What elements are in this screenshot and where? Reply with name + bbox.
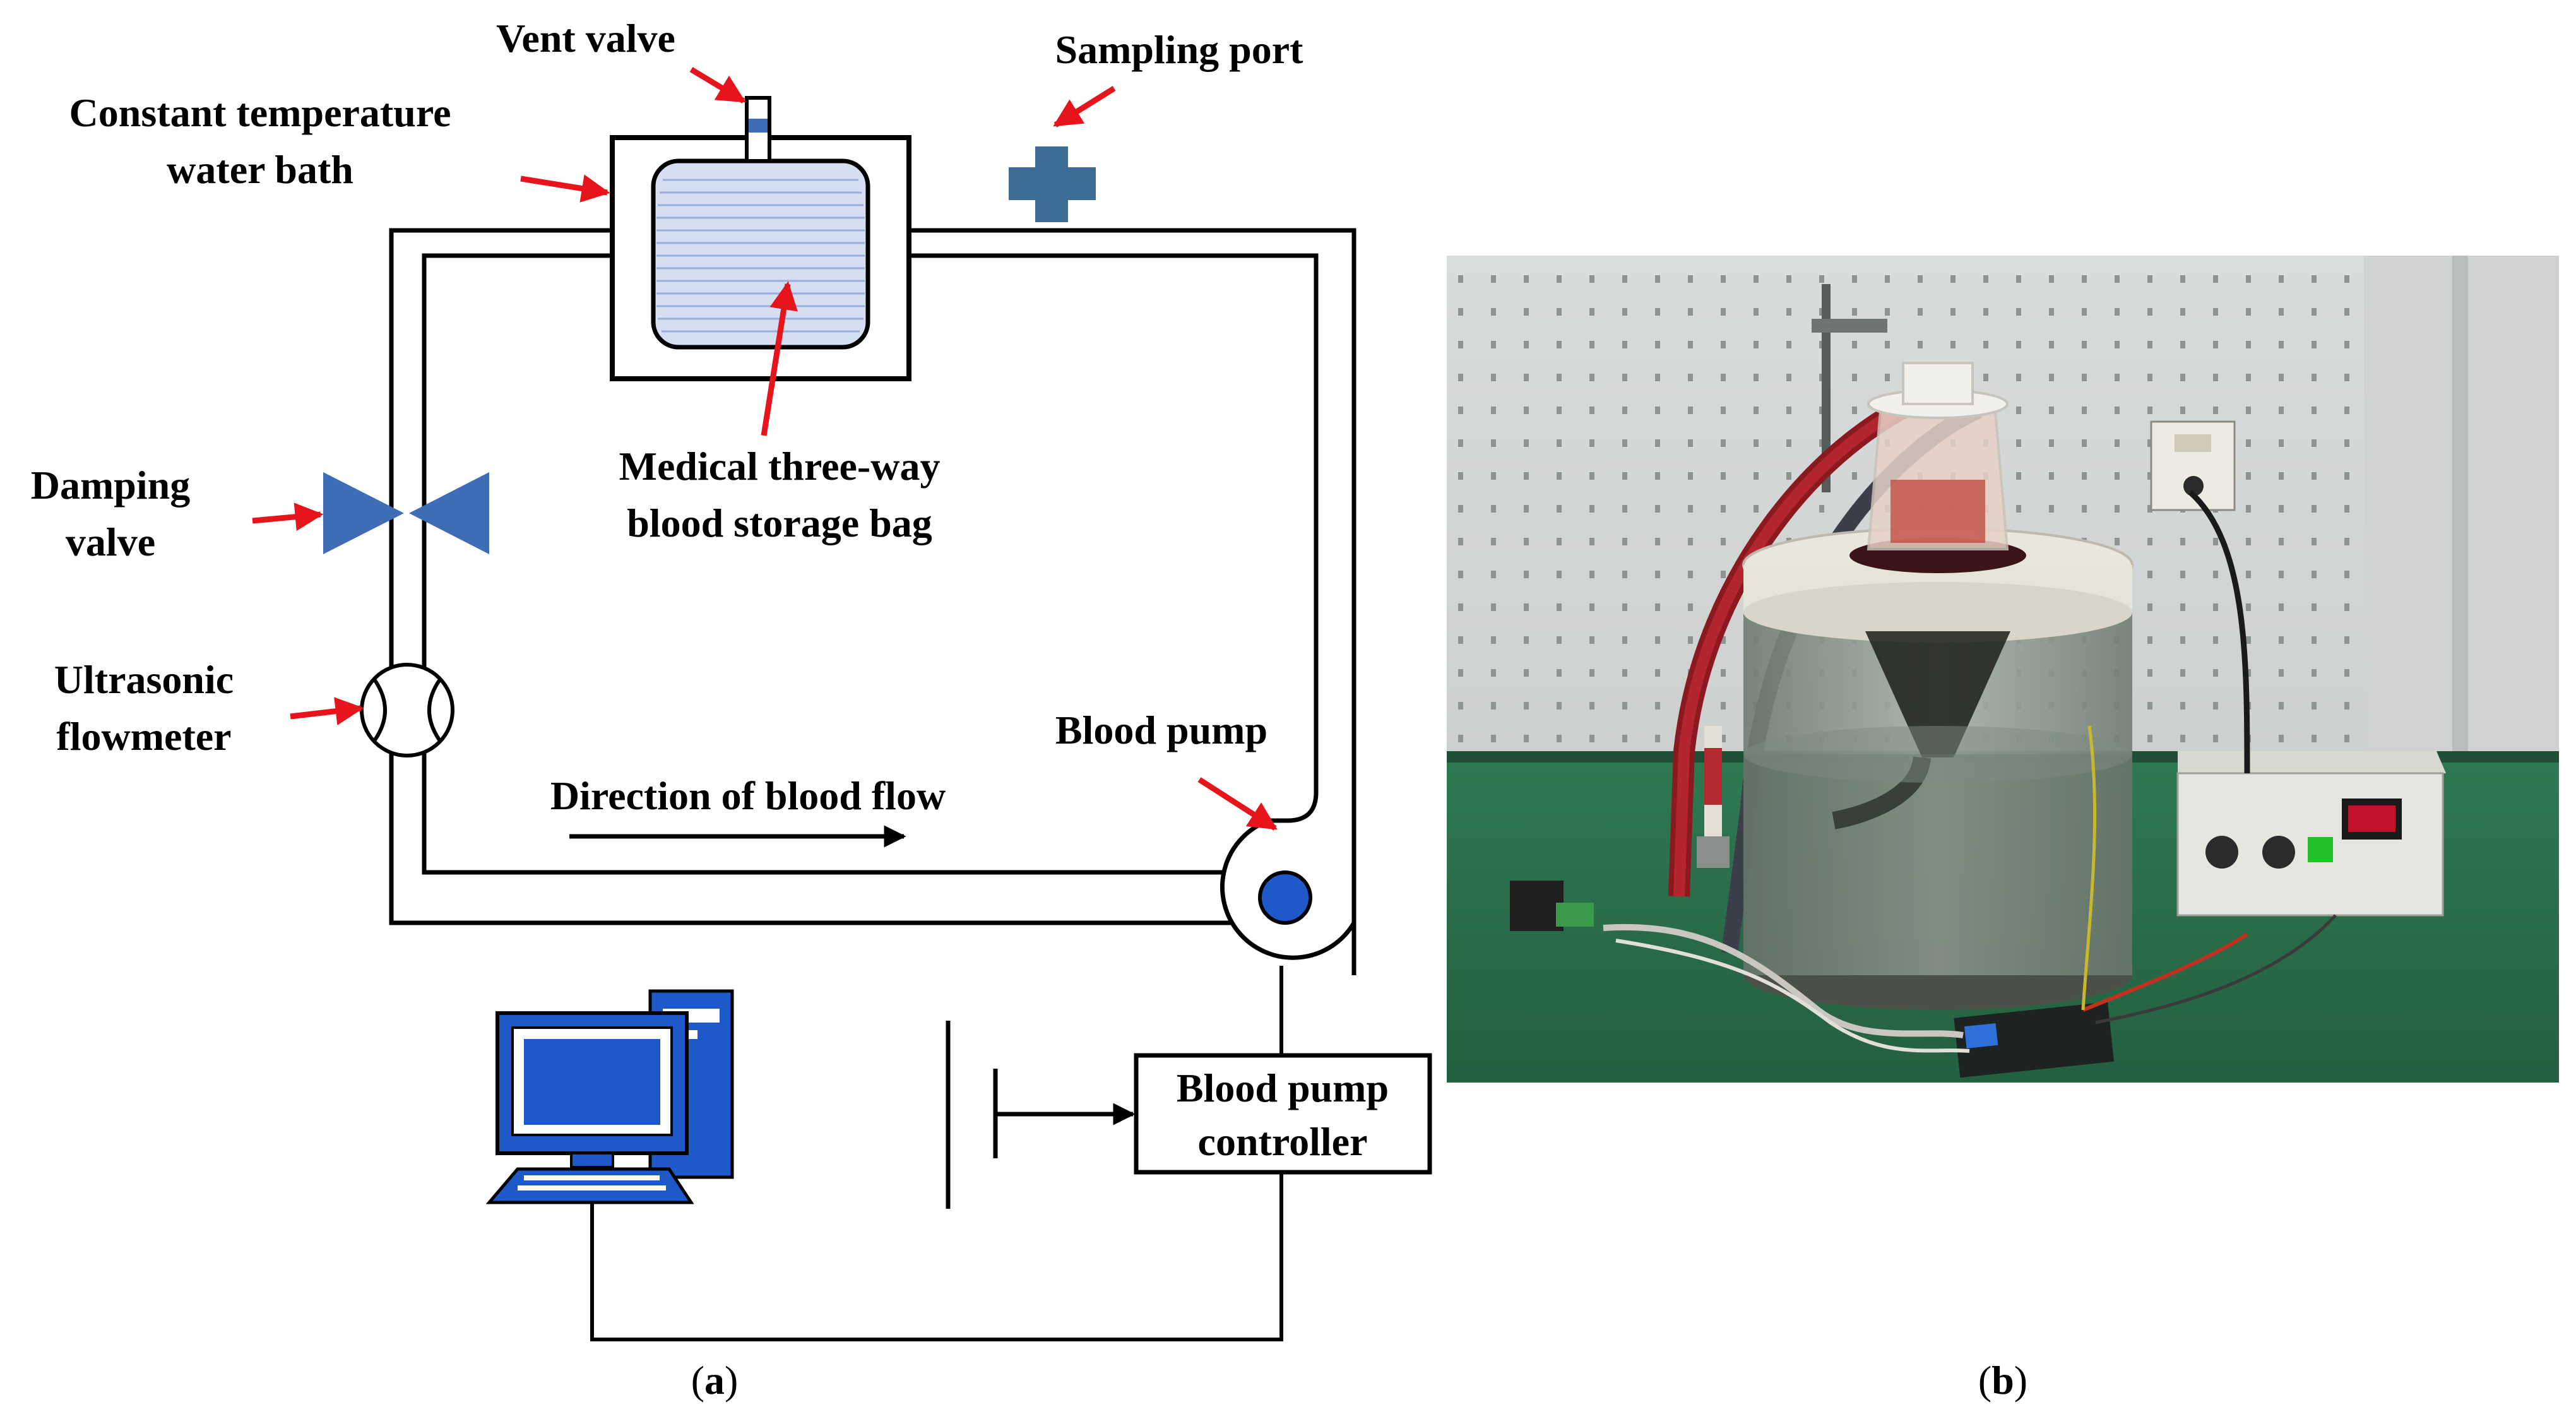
- computer-controller-wire: [590, 1172, 1283, 1341]
- tube-outer-right: [909, 228, 1356, 975]
- blood-pump-pointer: [1197, 777, 1278, 831]
- bag-label-line1: Medical three-way: [619, 444, 941, 489]
- panel-label-b: (b): [1978, 1358, 2027, 1403]
- ultrasonic-flowmeter-icon: [360, 663, 454, 757]
- water-bath-label-line2: water bath: [167, 147, 353, 192]
- tube-outer: [389, 228, 1269, 925]
- controller-label-line2: controller: [1198, 1119, 1368, 1164]
- damping-valve-pointer: [252, 502, 324, 531]
- setup-photo: (b): [1447, 256, 2559, 1403]
- flowmeter-pointer: [290, 697, 364, 726]
- bag-label-line2: blood storage bag: [627, 501, 932, 545]
- damping-valve-label-line2: valve: [66, 520, 155, 564]
- controller-label-line1: Blood pump: [1177, 1066, 1389, 1110]
- blood-storage-bag: [651, 158, 870, 350]
- vent-valve-label: Vent valve: [496, 16, 675, 61]
- sampling-port-pointer: [1053, 86, 1116, 128]
- panel-label-a: (a): [691, 1358, 739, 1403]
- circuit-diagram: Vent valve Sampling port Constant temper…: [31, 16, 1432, 1403]
- vent-valve-pointer: [689, 67, 746, 104]
- blood-pump-label: Blood pump: [1055, 708, 1267, 752]
- water-bath-pointer: [520, 174, 610, 203]
- flow-direction-label: Direction of blood flow: [550, 773, 946, 818]
- water-bath-label-line1: Constant temperature: [69, 90, 451, 135]
- roller-pump-icon: [1220, 818, 1356, 975]
- vent-valve: [745, 96, 771, 163]
- tube-inner: [422, 253, 1234, 875]
- plus-cross-icon: [1009, 146, 1096, 222]
- tube-inner-right: [909, 253, 1319, 823]
- flowmeter-label-line2: flowmeter: [56, 714, 231, 759]
- damping-valve-label-line1: Damping: [31, 463, 191, 508]
- desktop-computer-icon: [485, 989, 734, 1204]
- bowtie-valve-icon: [323, 472, 489, 554]
- sampling-port-label: Sampling port: [1055, 27, 1304, 72]
- bag-pointer: [761, 281, 798, 436]
- pointer-arrows: [252, 67, 1278, 831]
- flowmeter-label-line1: Ultrasonic: [54, 657, 234, 702]
